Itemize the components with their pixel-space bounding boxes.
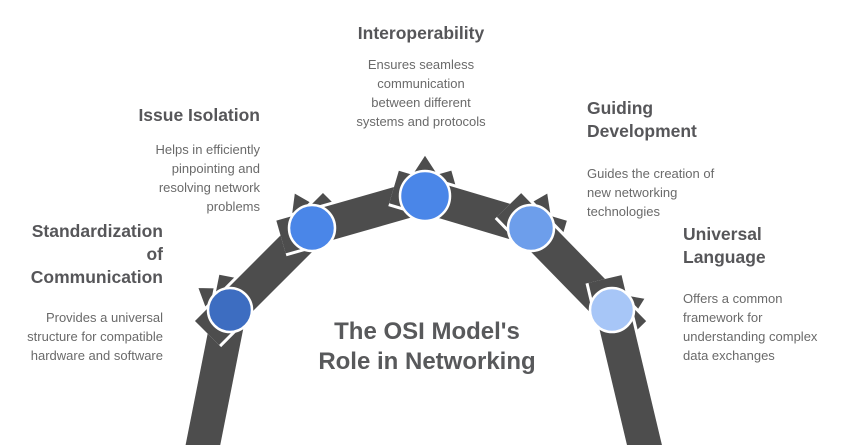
item-interoperability-heading: Interoperability: [357, 23, 485, 43]
item-issue-isolation: Issue Isolation Helps in efficiently pin…: [60, 104, 260, 216]
node-circle: [206, 286, 254, 334]
item-issue-isolation-body: Helps in efficiently pinpointing and res…: [155, 142, 260, 214]
item-universal-language: Universal Language Offers a common frame…: [683, 223, 854, 365]
item-universal-language-body: Offers a common framework for understand…: [683, 291, 818, 363]
node-circle: [398, 169, 452, 223]
item-issue-isolation-heading: Issue Isolation: [138, 105, 260, 125]
item-standardization-body: Provides a universal structure for compa…: [27, 310, 163, 363]
item-interoperability: Interoperability Ensures seamless commun…: [296, 22, 546, 131]
item-guiding-development: Guiding Development Guides the creation …: [587, 97, 772, 221]
item-universal-language-heading: Universal Language: [683, 224, 766, 267]
item-standardization-heading: Standardization of Communication: [30, 221, 163, 287]
diagram-title: The OSI Model's Role in Networking: [318, 318, 536, 375]
item-guiding-development-body: Guides the creation of new networking te…: [587, 166, 715, 219]
node-circle: [588, 286, 636, 334]
node-circle: [287, 203, 337, 253]
item-interoperability-body: Ensures seamless communication between d…: [356, 57, 486, 129]
item-guiding-development-heading: Guiding Development: [587, 98, 697, 141]
item-standardization: Standardization of Communication Provide…: [5, 220, 163, 365]
node-circle: [506, 203, 556, 253]
